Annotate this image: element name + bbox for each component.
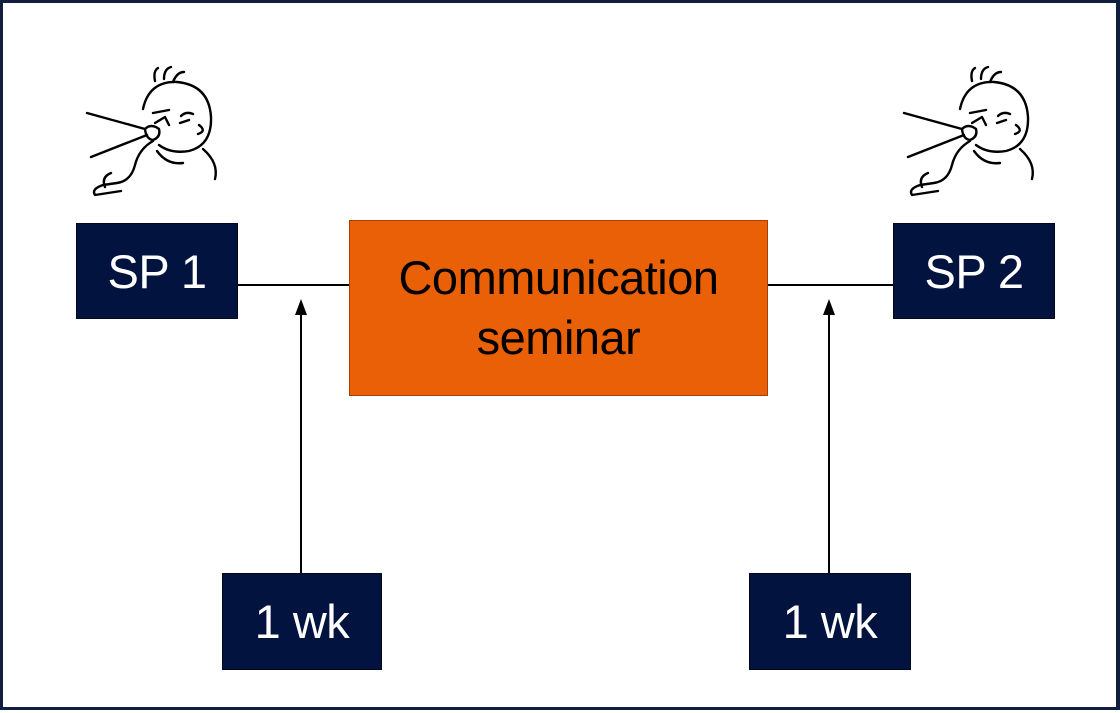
node-week-left: 1 wk bbox=[222, 573, 382, 670]
arrow-wk2-head bbox=[823, 299, 835, 315]
node-sp2-label: SP 2 bbox=[924, 244, 1024, 298]
node-week-right: 1 wk bbox=[749, 573, 911, 670]
node-week-right-label: 1 wk bbox=[782, 595, 878, 648]
connector-layer bbox=[238, 284, 893, 573]
node-sp2: SP 2 bbox=[893, 223, 1055, 319]
arrow-wk1-head bbox=[295, 299, 307, 315]
seminar-label-line1: Communication bbox=[398, 251, 719, 304]
coughing-person-icon bbox=[85, 65, 217, 197]
node-sp1-label: SP 1 bbox=[107, 244, 207, 298]
seminar-label-line2: seminar bbox=[476, 311, 641, 364]
coughing-person-icon bbox=[902, 65, 1034, 197]
node-sp1: SP 1 bbox=[76, 223, 238, 319]
node-communication-seminar: Communication seminar bbox=[349, 220, 768, 396]
node-week-left-label: 1 wk bbox=[254, 595, 350, 648]
